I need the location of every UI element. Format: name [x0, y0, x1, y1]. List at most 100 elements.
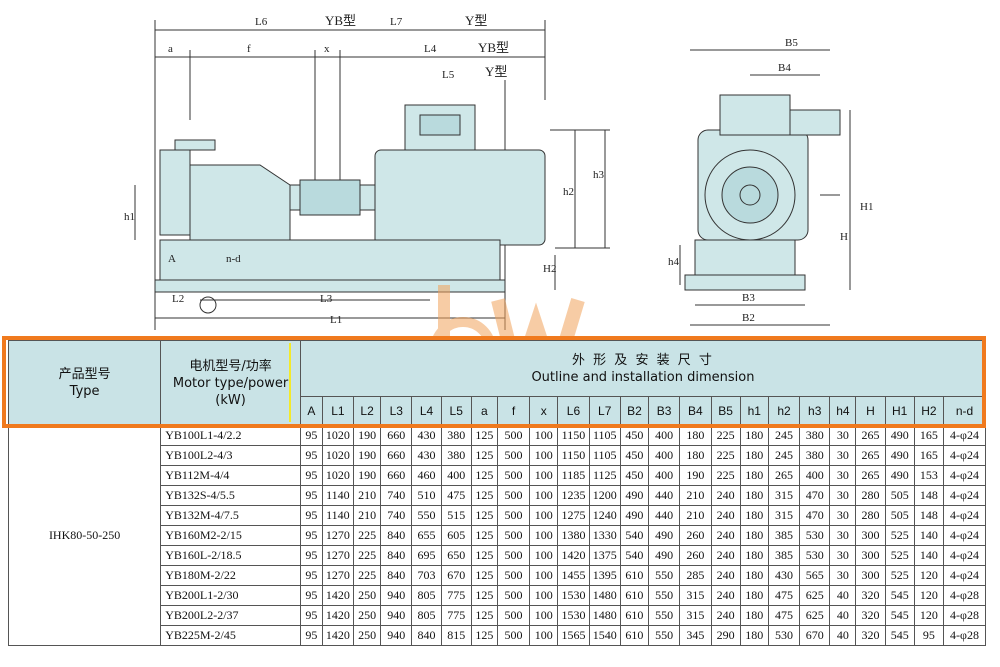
dimension-cell: 505 [884, 505, 915, 526]
dimension-cell: 1480 [588, 605, 621, 626]
dimension-cell: 515 [440, 505, 472, 526]
column-header: H1 [884, 396, 915, 426]
dimension-cell: 490 [884, 445, 915, 466]
dimension-cell: 605 [440, 525, 472, 546]
dimension-cell: 125 [470, 605, 498, 626]
dimension-cell: 190 [679, 465, 712, 486]
header-divider-line [289, 343, 291, 422]
dimension-cell: 450 [619, 445, 650, 466]
dimension-cell: 148 [913, 485, 944, 506]
dimension-cell: 95 [299, 465, 323, 486]
dimension-cell: 430 [767, 565, 801, 586]
dimension-cell: 125 [470, 465, 498, 486]
dimension-cell: 165 [913, 445, 944, 466]
label-L4: L4 [424, 43, 437, 55]
dimension-cell: 190 [353, 465, 382, 486]
dimension-cell: 225 [353, 525, 382, 546]
header-motor-type: 电机型号/功率 Motor type/power (kW) [160, 340, 301, 426]
dimension-cell: 180 [739, 465, 769, 486]
pump-outline-drawing: L6 YB型 L7 Y型 a f x L4 YB型 L5 Y型 h1 h2 h3… [124, 13, 873, 330]
dimension-cell: 610 [619, 565, 650, 586]
dimension-cell: 565 [799, 565, 831, 586]
dimension-cell: 95 [299, 625, 323, 646]
dimension-cell: 490 [884, 465, 915, 486]
dimension-cell: 490 [647, 525, 681, 546]
dimension-cell: 30 [829, 565, 857, 586]
dimension-cell: 180 [739, 425, 769, 446]
dimension-cell: 95 [299, 545, 323, 566]
dimension-cell: 380 [799, 425, 831, 446]
dimension-cell: 525 [884, 525, 915, 546]
dimension-cell: 125 [470, 485, 498, 506]
dimension-cell: 380 [440, 445, 472, 466]
dimension-cell: 1105 [588, 445, 621, 466]
dimension-cell: 1530 [557, 605, 590, 626]
dimension-cell: 470 [799, 505, 831, 526]
dimension-cell: 100 [529, 505, 559, 526]
dimension-cell: 400 [647, 465, 681, 486]
dimension-cell: 440 [647, 505, 681, 526]
column-header: L2 [353, 396, 382, 426]
dimension-cell: 500 [496, 545, 531, 566]
dimension-cell: 153 [913, 465, 944, 486]
dimension-cell: 30 [829, 425, 857, 446]
dimension-cell: 125 [470, 425, 498, 446]
dimension-cell: 740 [380, 505, 413, 526]
dimension-cell: 1235 [557, 485, 590, 506]
dimension-cell: 180 [739, 605, 769, 626]
motor-type-cell: YB160L-2/18.5 [160, 545, 301, 566]
dimension-cell: 1270 [321, 565, 355, 586]
dimension-cell: 1150 [557, 445, 590, 466]
dimension-cell: 500 [496, 605, 531, 626]
dimension-cell: 250 [353, 625, 382, 646]
dimension-cell: 940 [380, 585, 413, 606]
dimension-cell: 1455 [557, 565, 590, 586]
dimension-cell: 775 [440, 605, 472, 626]
dimension-cell: 500 [496, 585, 531, 606]
dimension-cell: 240 [710, 585, 741, 606]
motor-type-cell: YB132M-4/7.5 [160, 505, 301, 526]
dimension-cell: 550 [647, 565, 681, 586]
dimension-cell: 4-φ28 [942, 585, 987, 606]
column-header: B2 [619, 396, 650, 426]
dimension-cell: 148 [913, 505, 944, 526]
dimension-cell: 475 [767, 585, 801, 606]
label-y-type-1: Y型 [465, 13, 487, 28]
dimension-cell: 385 [767, 525, 801, 546]
dimension-cell: 40 [829, 585, 857, 606]
dimension-cell: 30 [829, 445, 857, 466]
label-B4: B4 [778, 62, 791, 74]
dimension-table: 产品型号 Type 电机型号/功率 Motor type/power (kW) … [7, 340, 987, 646]
label-yb-type-1: YB型 [325, 13, 356, 28]
dimension-cell: 1270 [321, 545, 355, 566]
dimension-cell: 210 [353, 505, 382, 526]
dimension-cell: 655 [411, 525, 442, 546]
dimension-cell: 1240 [588, 505, 621, 526]
header-motor-en: Motor type/power [172, 375, 289, 391]
dimension-cell: 95 [299, 585, 323, 606]
dimension-cell: 500 [496, 425, 531, 446]
dimension-cell: 4-φ24 [942, 465, 987, 486]
column-header: B3 [647, 396, 681, 426]
dimension-cell: 315 [767, 505, 801, 526]
dimension-cell: 95 [913, 625, 944, 646]
dimension-cell: 1420 [557, 545, 590, 566]
dimension-cell: 430 [411, 425, 442, 446]
dimension-cell: 1420 [321, 605, 355, 626]
column-header: L4 [411, 396, 442, 426]
dimension-cell: 100 [529, 625, 559, 646]
dimension-cell: 125 [470, 545, 498, 566]
column-header: h2 [767, 396, 801, 426]
dimension-cell: 125 [470, 505, 498, 526]
dimension-cell: 400 [440, 465, 472, 486]
dimension-cell: 260 [679, 525, 712, 546]
dimension-cell: 240 [710, 545, 741, 566]
label-H2: H2 [543, 263, 556, 275]
dimension-cell: 610 [619, 585, 650, 606]
dimension-cell: 490 [647, 545, 681, 566]
dimension-cell: 500 [496, 625, 531, 646]
dimension-cell: 4-φ24 [942, 485, 987, 506]
